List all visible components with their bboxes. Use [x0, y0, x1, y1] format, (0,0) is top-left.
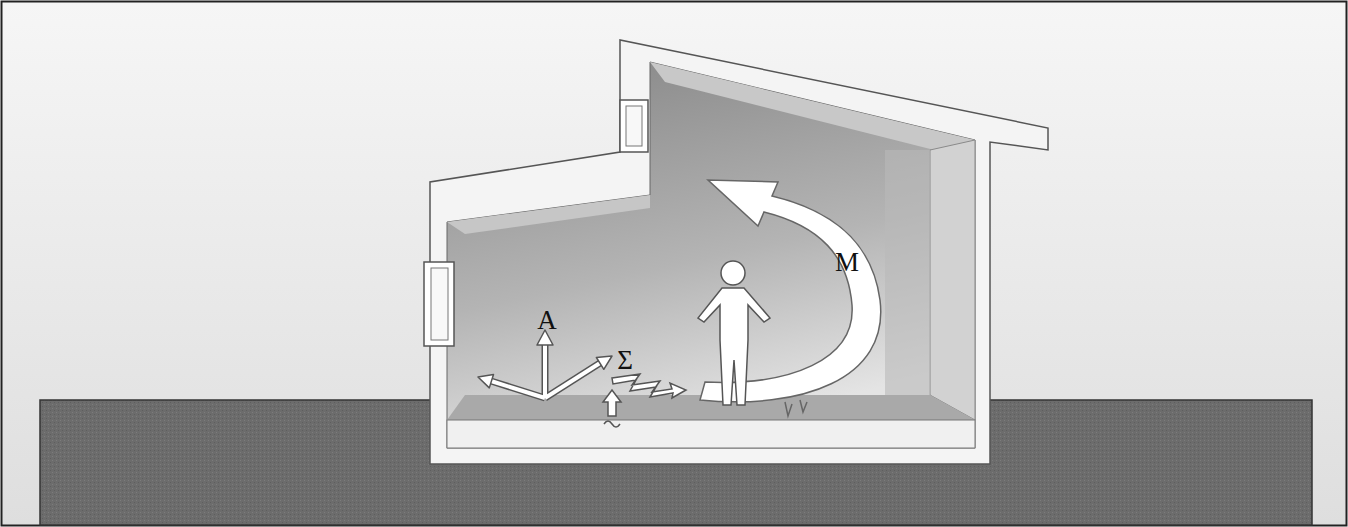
- reflection-arrows: [478, 330, 612, 398]
- arrow-shaft: [542, 344, 549, 398]
- window-pane: [431, 268, 448, 340]
- arrow-head: [478, 375, 494, 388]
- person-head: [721, 261, 745, 285]
- high-ceiling: [650, 62, 975, 156]
- heat-squiggle: [604, 421, 620, 427]
- arrow-shaft: [491, 381, 545, 398]
- room-interior: [447, 62, 975, 448]
- wall-panel: [885, 150, 930, 395]
- building-walls: [430, 40, 1048, 464]
- clerestory-frame: [620, 100, 648, 152]
- arrow-shaft: [543, 344, 547, 398]
- clerestory-pane: [626, 106, 642, 146]
- low-ceiling: [447, 195, 650, 234]
- callout-letter: Σ: [617, 347, 633, 374]
- arrow-shaft: [491, 381, 545, 398]
- arrow-shaft: [545, 363, 600, 398]
- window-frame: [424, 262, 454, 346]
- floor-marks: [785, 400, 807, 416]
- person-body: [698, 288, 770, 405]
- arrow-shaft: [545, 363, 600, 398]
- floor-slab: [447, 420, 975, 448]
- side-wall: [930, 140, 975, 420]
- callout-letter: Α: [537, 307, 557, 334]
- conduction-arrow: [603, 390, 621, 416]
- callout-letter: Μ: [835, 249, 859, 276]
- arrow-head: [596, 356, 612, 369]
- convection-arrow: [612, 374, 686, 398]
